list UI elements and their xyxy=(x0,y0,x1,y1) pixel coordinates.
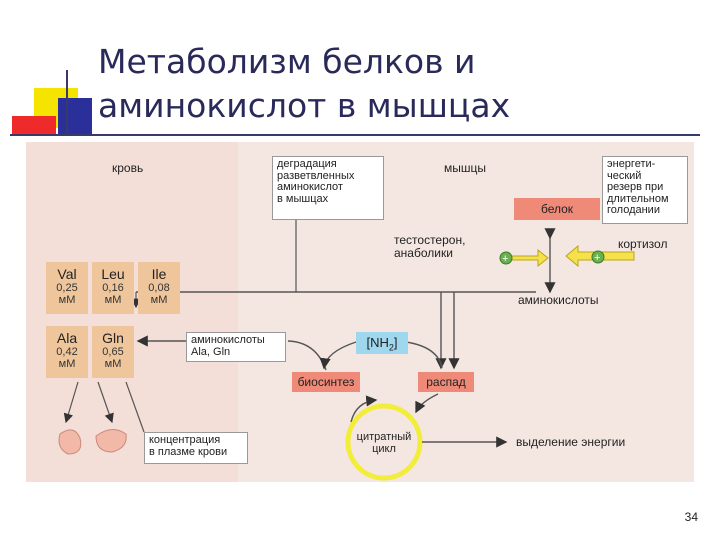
metabolism-diagram: кровь мышцы деградация разветвленных ами… xyxy=(26,142,694,482)
energy-reserve-line: голодании xyxy=(607,204,660,216)
energy-reserve-line: длительном xyxy=(607,192,669,205)
title-divider xyxy=(10,134,700,136)
breakdown-box: распад xyxy=(418,372,474,392)
slide-title: Метаболизм белков и аминокислот в мышцах xyxy=(98,40,698,128)
biosynthesis-box: биосинтез xyxy=(292,372,360,392)
energy-reserve-line: энергети- xyxy=(607,158,656,170)
page-number: 34 xyxy=(684,510,698,524)
amino-release-note: аминокислоты Ala, Gln xyxy=(186,332,286,362)
energy-reserve-line: резерв при xyxy=(607,181,664,193)
anabolics-line: анаболики xyxy=(394,246,453,260)
plasma-concentration-note: концентрация в плазме крови xyxy=(144,432,248,464)
degradation-note: деградация разветвленных аминокислот в м… xyxy=(272,156,384,220)
amino-acid-name: Ala xyxy=(56,330,78,346)
diagram-arrows xyxy=(58,220,635,481)
deco-vertical-line xyxy=(66,70,68,134)
energy-release-label: выделение энергии xyxy=(516,435,626,449)
plus-symbol-right: + xyxy=(594,252,601,264)
nh2-close: ] xyxy=(393,335,398,350)
testosterone-line: тестостерон, xyxy=(394,233,466,247)
amino-acid-value: 0,42 xyxy=(56,346,78,358)
deco-red-bar xyxy=(12,116,56,134)
energy-reserve-line: ческий xyxy=(607,169,642,182)
amino-acid-unit: мМ xyxy=(104,294,122,306)
amino-acid-value: 0,25 xyxy=(56,282,78,294)
amino-acid-unit: мМ xyxy=(104,358,122,370)
energy-reserve-note: энергети- ческий резерв при длительном г… xyxy=(602,156,688,224)
muscle-label: мышцы xyxy=(444,161,486,175)
amino-acid-value: 0,16 xyxy=(102,282,124,294)
title-line-1: Метаболизм белков и xyxy=(98,42,476,81)
degradation-note-line: аминокислот xyxy=(277,181,343,193)
amino-acid-unit: мМ xyxy=(58,358,76,370)
amino-acid-name: Val xyxy=(57,266,77,282)
blood-label: кровь xyxy=(112,161,144,175)
citrate-cycle-line: цикл xyxy=(372,442,396,455)
nh2-box: [NH2] xyxy=(356,332,408,354)
amino-acid-val: Val 0,25 мМ xyxy=(46,262,88,314)
nh2-label: [NH xyxy=(366,335,389,350)
amino-acid-value: 0,08 xyxy=(148,282,170,294)
amino-acids-label: аминокислоты xyxy=(518,293,599,307)
deco-blue-square xyxy=(58,98,92,134)
amino-acid-gln: Gln 0,65 мМ xyxy=(92,326,134,378)
amino-release-line: Ala, Gln xyxy=(191,345,231,358)
amino-release-line: аминокислоты xyxy=(191,334,265,346)
amino-acid-value: 0,65 xyxy=(102,346,124,358)
citrate-cycle-label: цитратный цикл xyxy=(352,431,416,455)
degradation-note-line: деградация xyxy=(277,158,337,170)
degradation-note-line: в мышцах xyxy=(277,192,329,205)
amino-acid-unit: мМ xyxy=(150,294,168,306)
protein-box: белок xyxy=(514,198,600,220)
amino-acid-name: Ile xyxy=(151,266,167,282)
citrate-cycle-line: цитратный xyxy=(356,431,412,443)
plus-symbol-left: + xyxy=(502,253,509,265)
amino-acid-ala: Ala 0,42 мМ xyxy=(46,326,88,378)
amino-acid-name: Gln xyxy=(102,330,124,346)
plasma-note-line: в плазме крови xyxy=(149,445,228,458)
cortisol-label: кортизол xyxy=(618,237,668,251)
degradation-note-line: разветвленных xyxy=(277,169,355,182)
plasma-note-line: концентрация xyxy=(149,434,221,446)
title-line-2: аминокислот в мышцах xyxy=(98,86,511,125)
testosterone-label: тестостерон, анаболики xyxy=(394,234,465,260)
amino-acid-name: Leu xyxy=(101,266,125,282)
amino-acid-leu: Leu 0,16 мМ xyxy=(92,262,134,314)
nh2-subscript: 2 xyxy=(388,342,394,353)
amino-acid-unit: мМ xyxy=(58,294,76,306)
amino-acid-ile: Ile 0,08 мМ xyxy=(138,262,180,314)
